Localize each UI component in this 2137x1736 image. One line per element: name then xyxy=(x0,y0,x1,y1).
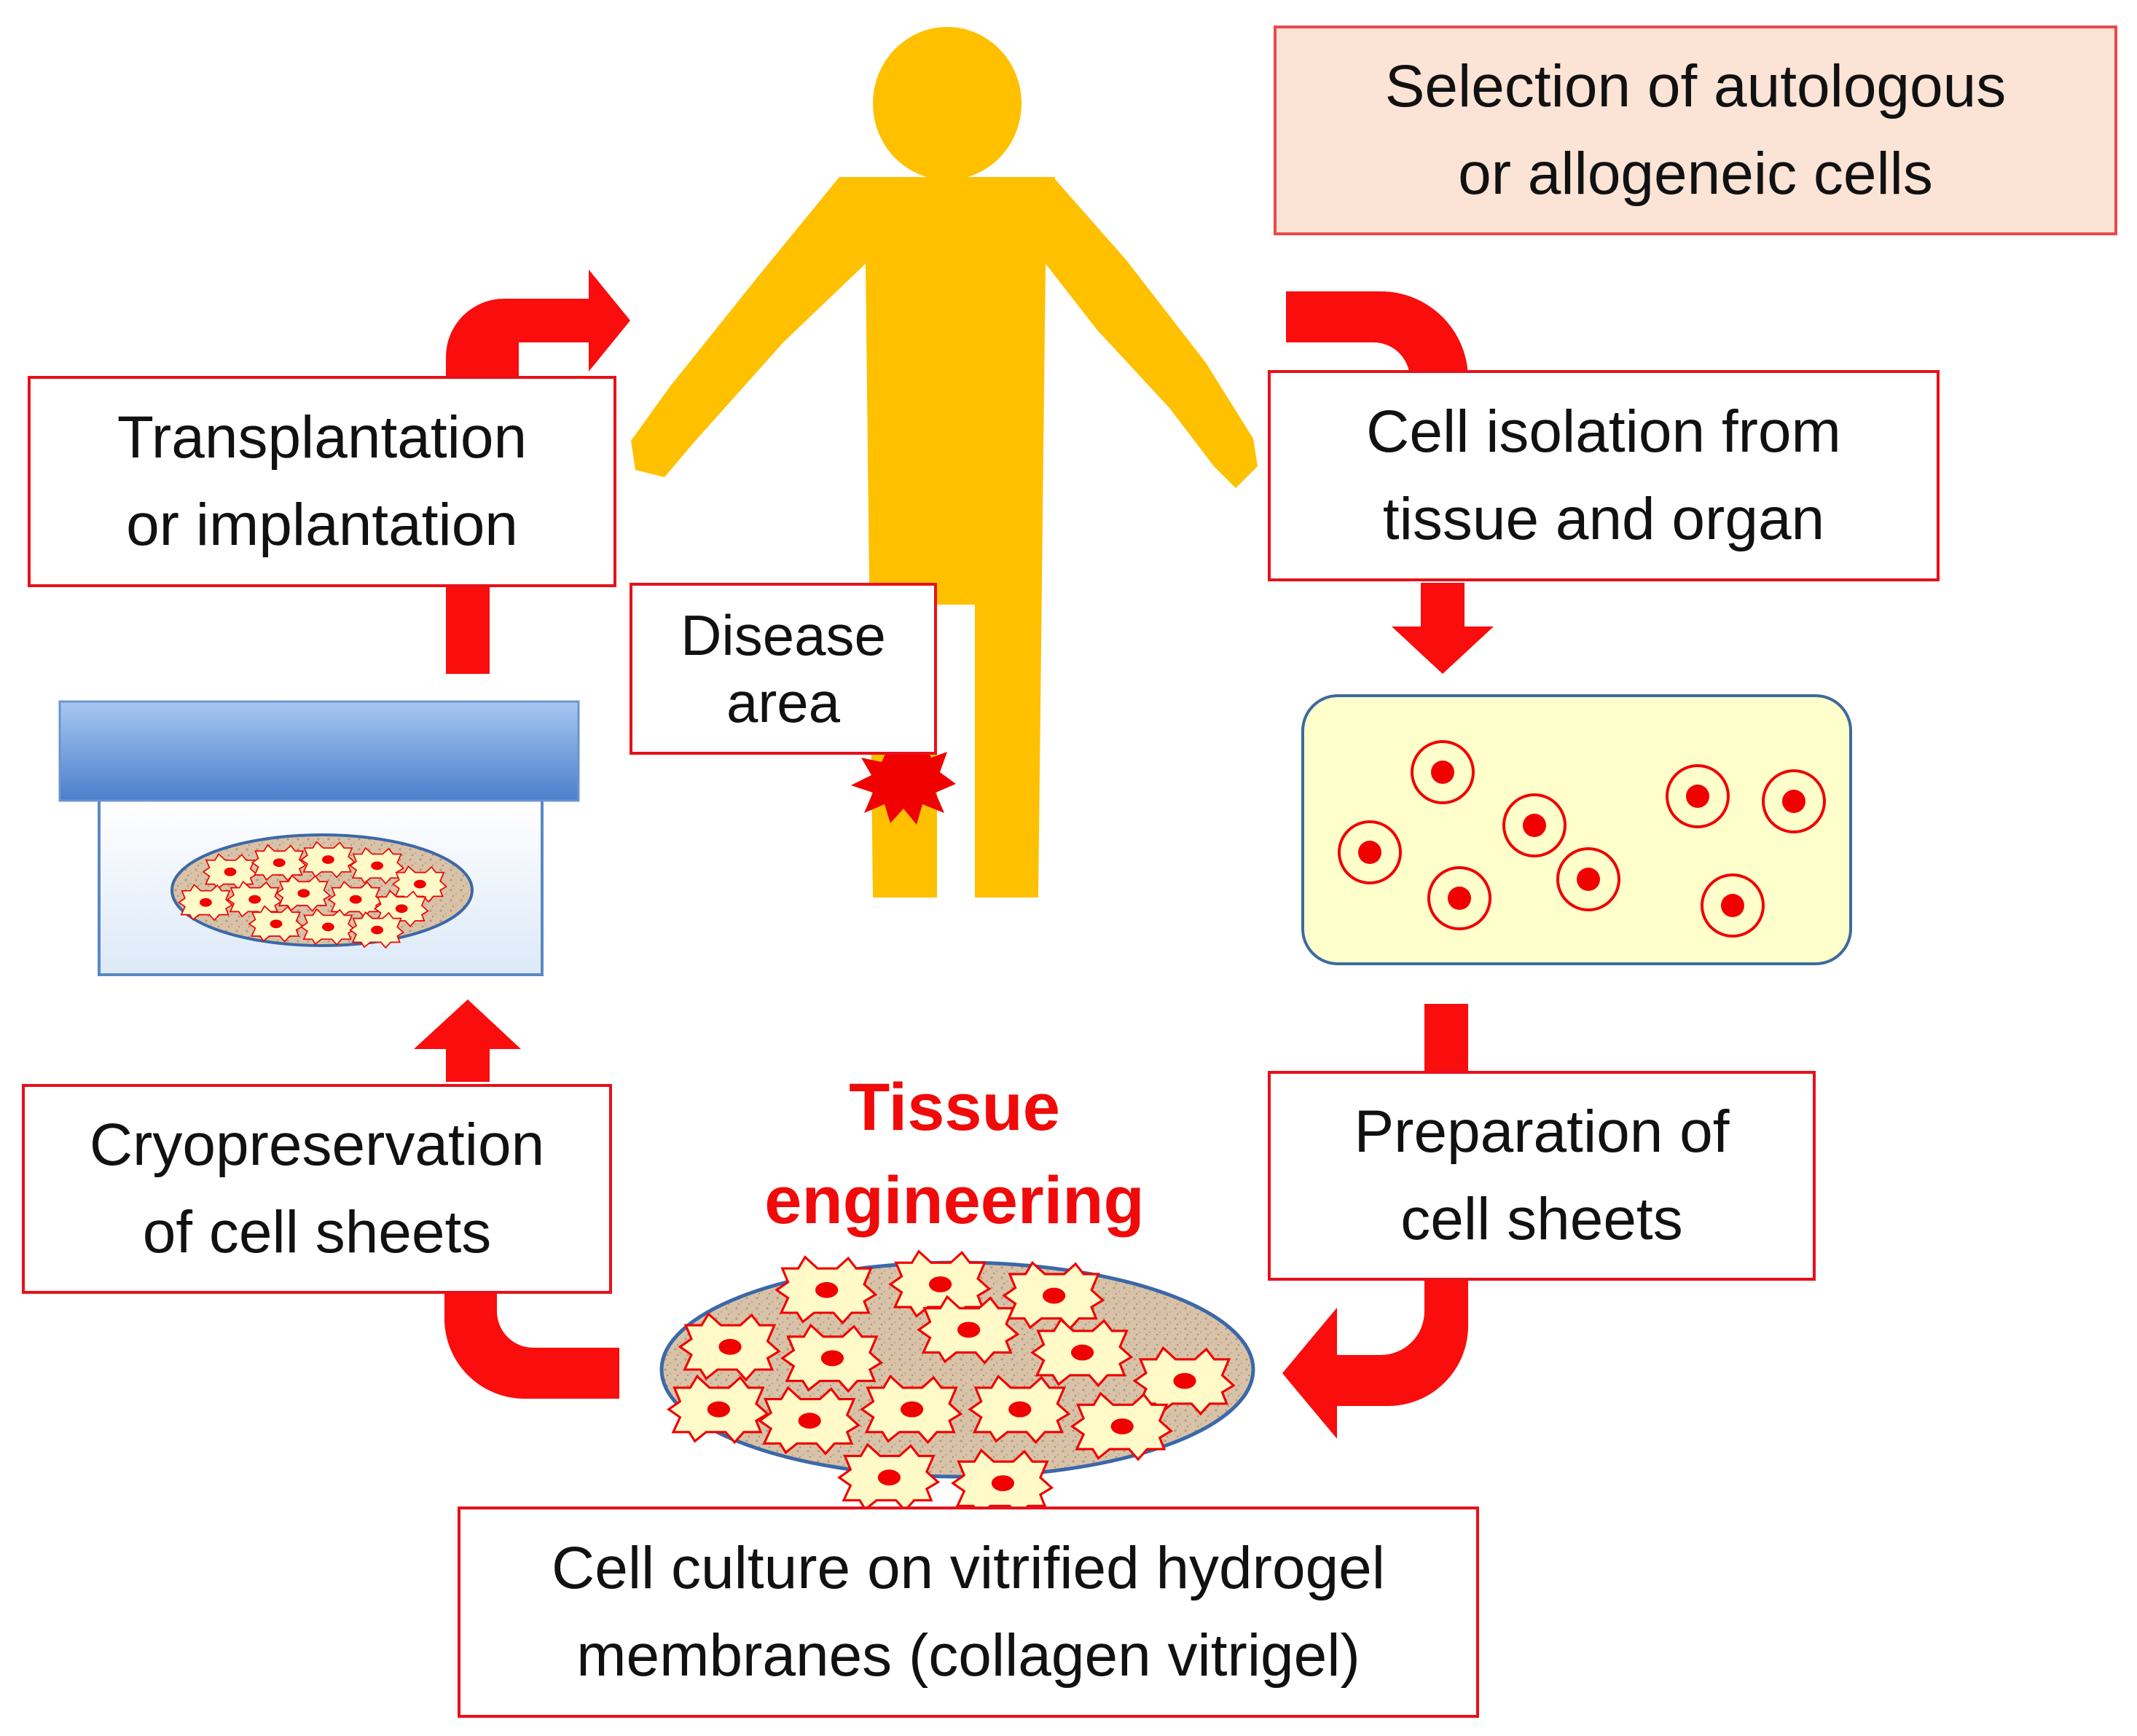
burst-icon xyxy=(851,731,956,825)
arrow-suspension-to-preparation xyxy=(1424,1004,1468,1075)
isolation-line-1: Cell isolation from xyxy=(1366,398,1841,465)
cryo-line-2: of cell sheets xyxy=(142,1199,492,1265)
selection-line-2: or allogeneic cells xyxy=(1458,141,1933,207)
arrow-preparation-to-culture xyxy=(1282,1279,1468,1439)
preparation-line-1: Preparation of xyxy=(1354,1099,1730,1165)
culture-insert-icon xyxy=(58,700,580,976)
culture-line-2: membranes (collagen vitrigel) xyxy=(576,1622,1360,1689)
cell-suspension-icon xyxy=(1301,694,1852,965)
transplant-line-2: or implantation xyxy=(126,492,518,558)
cryo-line-1: Cryopreservation xyxy=(89,1112,545,1178)
selection-line-1: Selection of autologous xyxy=(1384,53,2007,119)
arrow-cryo-to-insert xyxy=(414,999,521,1082)
preparation-box: Preparation of cell sheets xyxy=(1268,1071,1816,1281)
arrow-isolation-to-suspension xyxy=(1392,583,1494,674)
transplant-box: Transplantation or implantation xyxy=(28,376,616,587)
transplant-line-1: Transplantation xyxy=(117,404,528,471)
cell-sheet-icon xyxy=(659,1250,1255,1517)
isolation-box: Cell isolation from tissue and organ xyxy=(1268,370,1940,581)
disease-line-1: Disease xyxy=(681,603,886,667)
culture-box: Cell culture on vitrified hydrogel membr… xyxy=(458,1507,1479,1718)
selection-box: Selection of autologous or allogeneic ce… xyxy=(1274,25,2117,235)
arrow-culture-to-cryo xyxy=(444,1293,619,1399)
center-title-line-1: Tissue xyxy=(849,1070,1060,1144)
human-figure-icon xyxy=(631,27,1258,898)
insert-cell-sheet xyxy=(170,833,474,948)
arrow-human-to-isolation xyxy=(1286,291,1468,379)
arrow-transplant-to-human xyxy=(446,270,630,674)
center-title-line-2: engineering xyxy=(764,1163,1145,1238)
disease-box: Disease area xyxy=(630,583,937,755)
cryo-box: Cryopreservation of cell sheets xyxy=(22,1084,612,1294)
preparation-line-2: cell sheets xyxy=(1400,1186,1683,1252)
culture-line-1: Cell culture on vitrified hydrogel xyxy=(552,1535,1385,1601)
disease-line-2: area xyxy=(726,670,841,734)
center-title: Tissue engineering xyxy=(729,1061,1180,1247)
isolation-line-2: tissue and organ xyxy=(1382,486,1825,552)
